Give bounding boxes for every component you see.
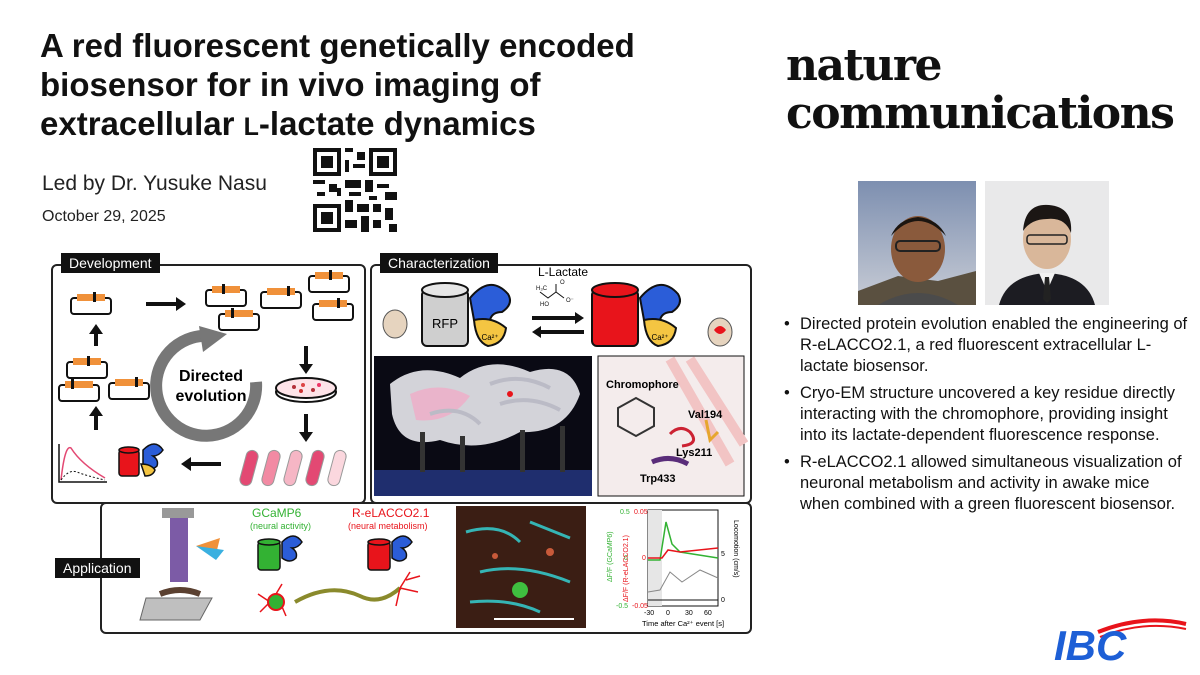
plot-ylabel-right: Locomotion (cm/s) bbox=[732, 520, 739, 578]
xtick-3: 30 bbox=[685, 610, 693, 617]
xtick-2: 0 bbox=[666, 610, 670, 617]
title-line-2: biosensor for in vivo imaging of bbox=[40, 66, 541, 103]
xtick-4: 60 bbox=[704, 610, 712, 617]
ytick-red-bottom: -0.05 bbox=[632, 603, 648, 610]
ytick-green-mid: 0 bbox=[624, 555, 628, 562]
svg-text:H₃C: H₃C bbox=[536, 286, 548, 292]
rfp-label: RFP bbox=[432, 316, 458, 331]
plot-ylabel-red: ΔF/F (R-eLACCO2.1) bbox=[623, 535, 630, 602]
bullet-2: Cryo-EM structure uncovered a key residu… bbox=[782, 383, 1192, 446]
plasmid-icons bbox=[58, 270, 354, 402]
bullet-1: Directed protein evolution enabled the e… bbox=[782, 314, 1192, 377]
ca-label-2: Ca²⁺ bbox=[651, 333, 668, 342]
paper-title: A red fluorescent genetically encoded bi… bbox=[40, 26, 760, 147]
journal-line-2: communications bbox=[786, 88, 1175, 139]
title-smallcap-l: L bbox=[243, 113, 259, 141]
characterization-tag: Characterization bbox=[380, 253, 498, 273]
characterization-diagram: RFP Ca²⁺ L-Lactate H₃C O O⁻ HO Ca²⁺ bbox=[374, 265, 748, 497]
directed-label-2: evolution bbox=[175, 388, 246, 405]
ibc-logo: IBC bbox=[1054, 618, 1187, 664]
title-line-3-post: -lactate dynamics bbox=[258, 105, 536, 142]
gcamp6-desc: (neural activity) bbox=[250, 521, 311, 531]
red-sensor-icon bbox=[367, 535, 413, 571]
spectrum-graph bbox=[58, 444, 107, 483]
ytick-green-bottom: -0.5 bbox=[616, 603, 628, 610]
application-panel bbox=[100, 502, 752, 634]
directed-label-1: Directed bbox=[179, 368, 243, 385]
application-tag: Application bbox=[55, 558, 140, 578]
title-line-1: A red fluorescent genetically encoded bbox=[40, 27, 635, 64]
residue-lys211: Lys211 bbox=[676, 447, 712, 459]
microscope-setup bbox=[139, 508, 224, 621]
title-line-3: extracellular L-lactate dynamics bbox=[40, 104, 760, 147]
development-diagram: Directed evolution bbox=[58, 270, 354, 487]
svg-text:O⁻: O⁻ bbox=[566, 298, 574, 304]
journal-line-1: nature bbox=[786, 40, 943, 91]
fluorescence-image bbox=[456, 506, 586, 628]
summary-bullets: Directed protein evolution enabled the e… bbox=[782, 314, 1192, 521]
cycle-arrow bbox=[150, 329, 263, 442]
neuron-illustration bbox=[257, 571, 421, 617]
relacco-label: R-eLACCO2.1 bbox=[352, 506, 430, 520]
equilibrium-arrows bbox=[532, 312, 584, 338]
cryo-em-structure bbox=[374, 356, 592, 496]
green-sensor-icon bbox=[257, 535, 303, 571]
development-tag: Development bbox=[61, 253, 160, 273]
gcamp6-label: GCaMP6 bbox=[252, 506, 302, 520]
title-line-3-pre: extracellular bbox=[40, 105, 244, 142]
residue-val194: Val194 bbox=[688, 409, 723, 421]
plot-ylabel-green: ΔF/F (GCaMP6) bbox=[607, 531, 614, 582]
residue-trp433: Trp433 bbox=[640, 473, 675, 485]
svg-text:HO: HO bbox=[540, 302, 549, 308]
publication-date: October 29, 2025 bbox=[42, 208, 166, 225]
small-sensor-icon bbox=[118, 443, 164, 477]
ytick-green-top: 0.5 bbox=[620, 509, 630, 516]
relacco-desc: (neural metabolism) bbox=[348, 521, 428, 531]
bullet-3: R-eLACCO2.1 allowed simultaneous visuali… bbox=[782, 452, 1192, 515]
application-diagram: GCaMP6 (neural activity) R-eLACCO2.1 (ne… bbox=[139, 506, 739, 628]
plot-xlabel: Time after Ca²⁺ event [s] bbox=[642, 619, 724, 628]
test-tubes bbox=[239, 449, 347, 487]
lactate-structure: H₃C O O⁻ HO bbox=[536, 280, 574, 308]
chromophore-label: Chromophore bbox=[606, 379, 679, 391]
qr-code[interactable] bbox=[313, 148, 397, 232]
ytick-red-mid: 0 bbox=[642, 555, 646, 562]
svg-text:O: O bbox=[560, 280, 565, 286]
sensor-unbound: RFP Ca²⁺ bbox=[382, 282, 511, 348]
flow-arrows bbox=[89, 297, 313, 471]
author-line: Led by Dr. Yusuke Nasu bbox=[42, 172, 267, 195]
ytick-right-bottom: 0 bbox=[721, 597, 725, 604]
xtick-1: -30 bbox=[644, 610, 654, 617]
lactate-label: L-Lactate bbox=[538, 265, 588, 279]
ca-label-1: Ca²⁺ bbox=[481, 333, 498, 342]
activity-plot: 0.5 0 -0.5 0.05 0 -0.05 5 0 -30 0 30 60 … bbox=[607, 509, 739, 628]
author-photo-1 bbox=[858, 181, 976, 305]
ytick-right-top: 5 bbox=[721, 551, 725, 558]
petri-dish bbox=[275, 377, 337, 403]
journal-name: nature communications bbox=[786, 40, 1175, 139]
ytick-red-top: 0.05 bbox=[634, 509, 648, 516]
ibc-logo-text: IBC bbox=[1054, 622, 1127, 664]
author-photo-2 bbox=[985, 181, 1109, 305]
chromophore-zoom: Chromophore Val194 Lys211 Trp433 bbox=[597, 355, 748, 497]
sensor-bound: Ca²⁺ bbox=[591, 282, 733, 348]
